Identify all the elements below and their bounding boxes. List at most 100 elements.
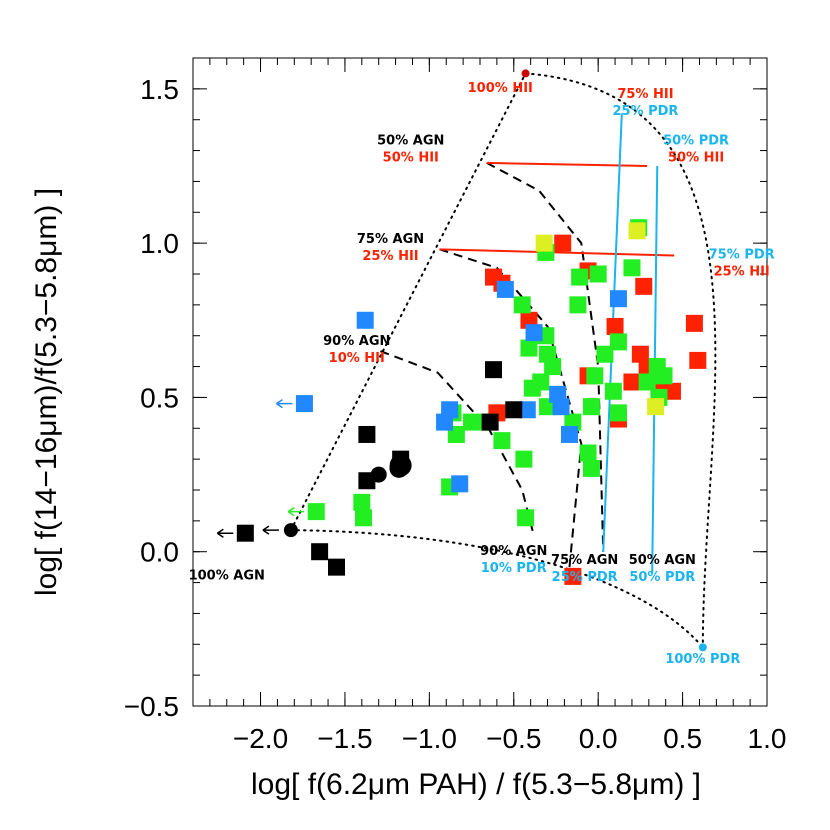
boundary-hii-pdr (524, 72, 717, 649)
endpoint-marker (698, 643, 707, 652)
green-square-marker (579, 444, 597, 462)
green-square-marker (493, 432, 511, 450)
y-tick-label: 1.0 (140, 228, 179, 259)
x-tick-label: −1.0 (402, 723, 457, 754)
mixing-annotation: 50% AGN (629, 553, 696, 568)
black-square-marker (311, 543, 329, 561)
green-square-marker (515, 450, 533, 468)
black-square-marker (481, 413, 499, 431)
mixing-annotation: 50% PDR (663, 133, 729, 148)
black-square-marker (328, 558, 345, 576)
blue-square-marker (356, 311, 374, 329)
green-square-marker (604, 382, 622, 400)
blue-square-marker (552, 398, 570, 416)
dashed-mixing-curve (439, 248, 583, 568)
black-circle-marker (389, 454, 412, 477)
mixing-annotation: 25% PDR (552, 570, 618, 585)
green-square-marker (655, 367, 673, 385)
red-square-marker (564, 567, 582, 585)
x-axis-label: log[ f(6.2μm PAH) / f(5.3−5.8μm) ] (251, 768, 701, 801)
green-square-marker (586, 367, 604, 385)
endpoint-marker (521, 69, 530, 78)
mixing-annotation: 25% HII (362, 249, 418, 264)
green-square-marker (307, 503, 325, 521)
mixing-annotation: 25% PDR (612, 104, 678, 119)
green-square-marker (463, 413, 481, 431)
green-square-marker (532, 373, 550, 391)
black-circle-marker (370, 466, 387, 483)
mixing-line (439, 248, 675, 257)
x-tick-label: 1.0 (748, 723, 787, 754)
black-square-marker (505, 401, 523, 419)
mixing-annotation: 90% AGN (323, 334, 390, 349)
markers-group (216, 69, 707, 652)
mixing-annotation: 10% PDR (481, 561, 547, 576)
blue-square-marker (560, 425, 578, 443)
mixing-annotation: 50% HII (668, 150, 724, 165)
annotations-group: 100% AGN 100% HII 75% HII 25% PDR 50% AGN 50%… (189, 81, 775, 667)
green-square-marker (544, 358, 562, 376)
mixing-annotation: 50% AGN (377, 133, 444, 148)
dashed-mixing-curve (486, 162, 605, 552)
green-square-marker (520, 339, 538, 357)
mixing-annotation: 50% PDR (629, 570, 695, 585)
mixing-annotation: 90% AGN (480, 544, 547, 559)
limit-arrow (287, 506, 305, 517)
green-square-marker (589, 265, 607, 283)
yellow-square-marker (535, 234, 553, 252)
blue-square-marker (518, 401, 536, 419)
x-tick-label: 0.5 (663, 723, 702, 754)
y-tick-label: 0.5 (140, 382, 179, 413)
y-tick-label: −0.5 (124, 691, 179, 722)
mixing-annotation: 75% PDR (709, 248, 775, 263)
blue-square-marker (295, 395, 313, 413)
green-square-marker (513, 296, 531, 314)
green-square-marker (355, 509, 373, 527)
green-square-marker (609, 333, 627, 351)
limit-arrow (216, 528, 234, 538)
green-square-marker (623, 259, 641, 277)
x-tick-label: 0.0 (579, 723, 618, 754)
black-square-marker (485, 361, 503, 379)
green-square-marker (353, 493, 371, 511)
yellow-square-marker (628, 222, 646, 240)
mixing-annotation: 100% HII (468, 81, 533, 96)
mixing-annotation: 100% AGN (189, 568, 265, 583)
black-square-marker (236, 524, 254, 542)
x-tick-label: −1.5 (317, 723, 372, 754)
green-square-marker (582, 459, 600, 477)
y-tick-label: 0.0 (140, 537, 179, 568)
limit-arrow (276, 398, 293, 409)
mixing-annotation: 75% HII (617, 87, 673, 102)
red-square-marker (635, 277, 653, 295)
limit-arrow (262, 525, 279, 535)
green-square-marker (609, 404, 627, 422)
x-tick-label: −0.5 (486, 723, 541, 754)
y-axis-label: log[ f(14−16μm)/f(5.3−5.8μm) ] (30, 188, 63, 596)
mixing-annotation: 75% AGN (551, 553, 618, 568)
blue-square-marker (609, 290, 627, 308)
plot-frame-group (192, 57, 768, 707)
black-square-marker (358, 425, 376, 443)
boundary-agn-pdr (289, 529, 704, 649)
red-square-marker (663, 382, 681, 400)
red-square-marker (623, 373, 641, 391)
boundary-agn-hii (289, 72, 527, 532)
mixing-annotation: 75% AGN (357, 232, 424, 247)
green-square-marker (571, 268, 589, 286)
blue-square-marker (496, 280, 514, 298)
blue-square-marker (436, 413, 454, 431)
red-square-marker (685, 314, 703, 332)
yellow-square-marker (647, 398, 665, 416)
red-square-marker (554, 234, 572, 252)
red-square-marker (689, 351, 707, 369)
blue-square-marker (525, 324, 543, 342)
y-tick-label: 1.5 (140, 74, 179, 105)
endpoint-marker (283, 523, 298, 538)
mixing-annotation: 100% PDR (665, 652, 740, 667)
mixing-annotation: 50% HII (383, 150, 439, 165)
red-square-marker (606, 317, 624, 335)
